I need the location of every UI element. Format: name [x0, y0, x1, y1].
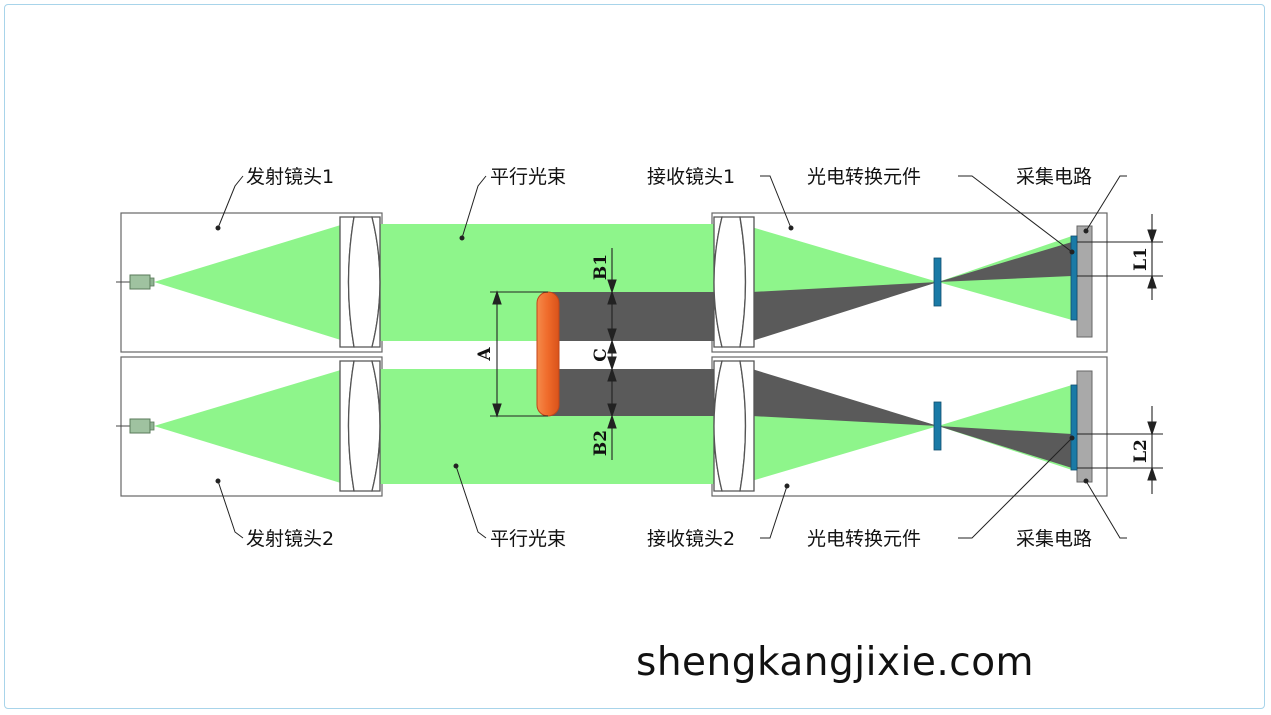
- light-source-2: [116, 418, 155, 434]
- shadow-image-1: [938, 242, 1072, 282]
- shadow-beam-1: [549, 292, 719, 341]
- light-source-1: [116, 274, 155, 290]
- photo-sensor-1: [1070, 235, 1078, 321]
- dim-label-b1: B1: [591, 254, 611, 280]
- emitter-lens-1: [339, 216, 381, 348]
- shadow-cone-2: [718, 369, 938, 426]
- image-frame: [4, 4, 1265, 709]
- dimension-b-c: [607, 248, 617, 460]
- label-emitter-lens-2: 发射镜头2: [246, 528, 334, 550]
- dim-label-l1: L1: [1131, 247, 1151, 271]
- label-parallel-beam-2: 平行光束: [490, 528, 566, 550]
- dimension-l2: [1077, 406, 1163, 494]
- measured-object: [536, 291, 560, 417]
- shadow-cone-1: [718, 282, 938, 341]
- dim-label-b2: B2: [591, 430, 611, 456]
- shadow-image-2: [938, 426, 1072, 468]
- shadow-beam-2: [549, 369, 719, 416]
- emitter-cone-1: [154, 224, 344, 341]
- label-emitter-lens-1: 发射镜头1: [246, 166, 334, 188]
- dim-label-l2: L2: [1131, 439, 1151, 463]
- label-photoelectric-1: 光电转换元件: [807, 166, 921, 188]
- dim-label-a: A: [475, 347, 495, 362]
- watermark-text: shengkangjixie.com: [636, 640, 1035, 685]
- aperture-1: [933, 257, 942, 307]
- label-receiver-lens-1: 接收镜头1: [647, 166, 735, 188]
- acquisition-board-2: [1076, 370, 1093, 483]
- label-receiver-lens-2: 接收镜头2: [647, 528, 735, 550]
- photo-sensor-2: [1070, 384, 1078, 471]
- leader-lines-bottom: [215, 435, 1127, 539]
- emitter-cone-2: [154, 369, 344, 484]
- dimension-a: [490, 290, 548, 418]
- leader-lines-top: [215, 175, 1127, 255]
- dimension-l1: [1077, 214, 1163, 300]
- emitter-lens-2: [339, 360, 381, 492]
- acquisition-board-1: [1076, 225, 1093, 338]
- label-acquisition-1: 采集电路: [1016, 166, 1092, 188]
- label-acquisition-2: 采集电路: [1016, 528, 1092, 550]
- label-parallel-beam-1: 平行光束: [490, 166, 566, 188]
- receiver-lens-2: [713, 360, 755, 492]
- dim-label-c: C: [591, 348, 611, 362]
- aperture-2: [933, 401, 942, 451]
- label-photoelectric-2: 光电转换元件: [807, 528, 921, 550]
- receiver-lens-1: [713, 216, 755, 348]
